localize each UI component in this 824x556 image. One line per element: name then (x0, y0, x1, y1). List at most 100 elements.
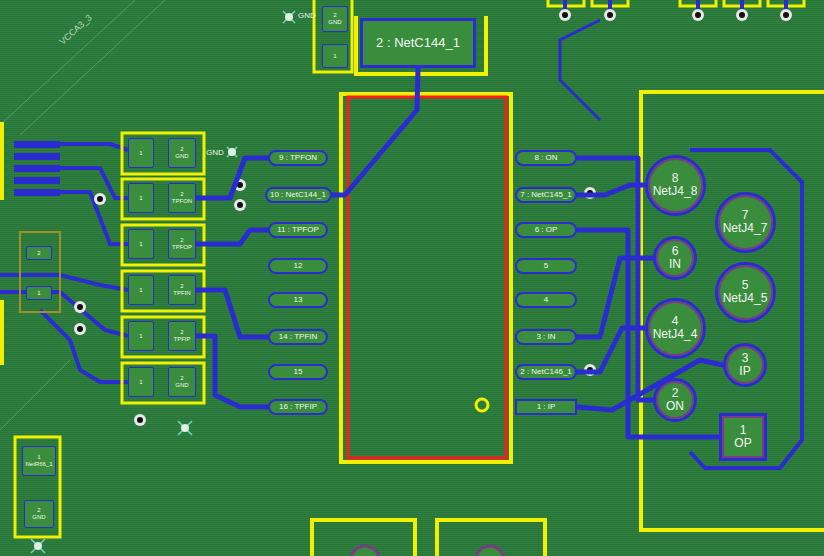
via (780, 9, 792, 21)
via (74, 9, 792, 426)
smd-pad: 2TPFOP (168, 229, 196, 259)
pin1-marker (476, 399, 488, 411)
pad-label: 1 (37, 290, 40, 297)
pad-label: 6 (672, 245, 679, 258)
silkscreen-outline (122, 133, 204, 174)
smd-pad: 2GND (322, 6, 348, 32)
pad-label: TPFIN (173, 290, 190, 297)
via (736, 9, 748, 21)
via (94, 193, 106, 205)
via-hole (77, 304, 83, 310)
smd-pad: 2TPFON (168, 183, 196, 213)
via-hole (237, 202, 243, 208)
silkscreen-outline (15, 437, 60, 537)
smd-pad: 1 (322, 44, 348, 68)
pad-label: 3 : IN (536, 333, 555, 342)
pad-label: 2 (180, 146, 183, 153)
copper-trace (577, 360, 723, 410)
silkscreen-outline (356, 16, 486, 74)
copper-trace (577, 328, 645, 372)
pad-label: 5 (742, 279, 749, 292)
smd-pad: 1 (128, 367, 154, 397)
pad-label: 1 (139, 287, 142, 294)
ic-pad: 12 (268, 258, 328, 274)
pad-label: OP (734, 437, 751, 450)
smd-pad: 2 (26, 246, 52, 260)
copper-trace (196, 336, 268, 407)
pad-label: 5 (544, 262, 548, 271)
pad-label: 16 : TPFIP (279, 403, 317, 412)
net-label: VCCA3_3 (58, 13, 94, 46)
silkscreen-outline (122, 179, 204, 219)
smd-pad (14, 141, 60, 148)
net-label: GND (206, 149, 224, 157)
pad-label: TPFOP (172, 244, 192, 251)
pad-label: 2 : NetC144_1 (376, 36, 460, 50)
smd-pad: 2TPFIN (168, 275, 196, 305)
drc-marker (283, 11, 295, 23)
smd-pad: 2 : NetC144_1 (360, 18, 476, 68)
drc-marker (178, 421, 192, 435)
via-hole (562, 12, 568, 18)
pad-label: 2 (37, 250, 40, 257)
pad-label: 1 (139, 150, 142, 157)
connector-pin: 2ON (653, 378, 697, 422)
ic-pad: 4 (515, 292, 577, 308)
smd-pad: 1 (26, 286, 52, 300)
silkscreen-outline (122, 225, 204, 265)
pad-label: 2 (37, 507, 40, 514)
smd-pad: 1 (128, 321, 154, 351)
pad-label: ON (666, 400, 684, 413)
copper-trace (577, 230, 719, 437)
pad-label: 2 (672, 387, 679, 400)
copper-trace (577, 258, 653, 337)
smd-pad (14, 153, 60, 160)
pad-label: GND (175, 153, 188, 160)
via (74, 323, 86, 335)
pad-label: 15 (294, 368, 303, 377)
pad-label: 13 (294, 296, 303, 305)
silkscreen-outline (314, 0, 352, 72)
ic-pad: 8 : ON (515, 150, 577, 166)
pad-label: NetJ4_8 (653, 185, 698, 198)
ic-pad: 5 (515, 258, 577, 274)
smd-pad: 1NetR66_1 (22, 446, 56, 476)
ic-pad: 16 : TPFIP (268, 399, 328, 415)
drc-marker (178, 421, 192, 435)
smd-pad: 2TPFIP (168, 321, 196, 351)
outline-line (0, 360, 70, 430)
via-hole (97, 196, 103, 202)
via-hole (739, 12, 745, 18)
pad-label: 14 : TPFIN (279, 333, 318, 342)
outline-line (0, 0, 135, 125)
ic-pad: 2 : NetC146_1 (515, 364, 577, 380)
pad-label: 11 : TPFOP (277, 226, 319, 235)
pad-label: GND (175, 382, 188, 389)
drc-marker (227, 147, 237, 157)
pad-label: 4 (544, 296, 548, 305)
smd-pad (14, 177, 60, 184)
net-label: GND (298, 12, 316, 20)
ic-pad: 14 : TPFIN (268, 329, 328, 345)
via (559, 9, 571, 21)
via (692, 9, 704, 21)
ic-pad: 6 : OP (515, 222, 577, 238)
silkscreen-outline (122, 317, 204, 357)
pad-label: NetJ4_7 (723, 222, 768, 235)
via-hole (607, 12, 613, 18)
copper-trace (690, 150, 802, 468)
via-hole (783, 12, 789, 18)
through-hole-pad (351, 546, 379, 556)
smd-pad: 2GND (168, 138, 196, 168)
copper-trace (196, 290, 268, 337)
pad-label: NetJ4_4 (653, 328, 698, 341)
pad-label: 2 (180, 191, 183, 198)
connector-pin: 5NetJ4_5 (715, 262, 776, 323)
pad-label: 1 (37, 454, 40, 461)
silkscreen-outline (122, 363, 204, 403)
pad-label: GND (32, 514, 45, 521)
via (34, 542, 42, 550)
ic-pad: 3 : IN (515, 329, 577, 345)
